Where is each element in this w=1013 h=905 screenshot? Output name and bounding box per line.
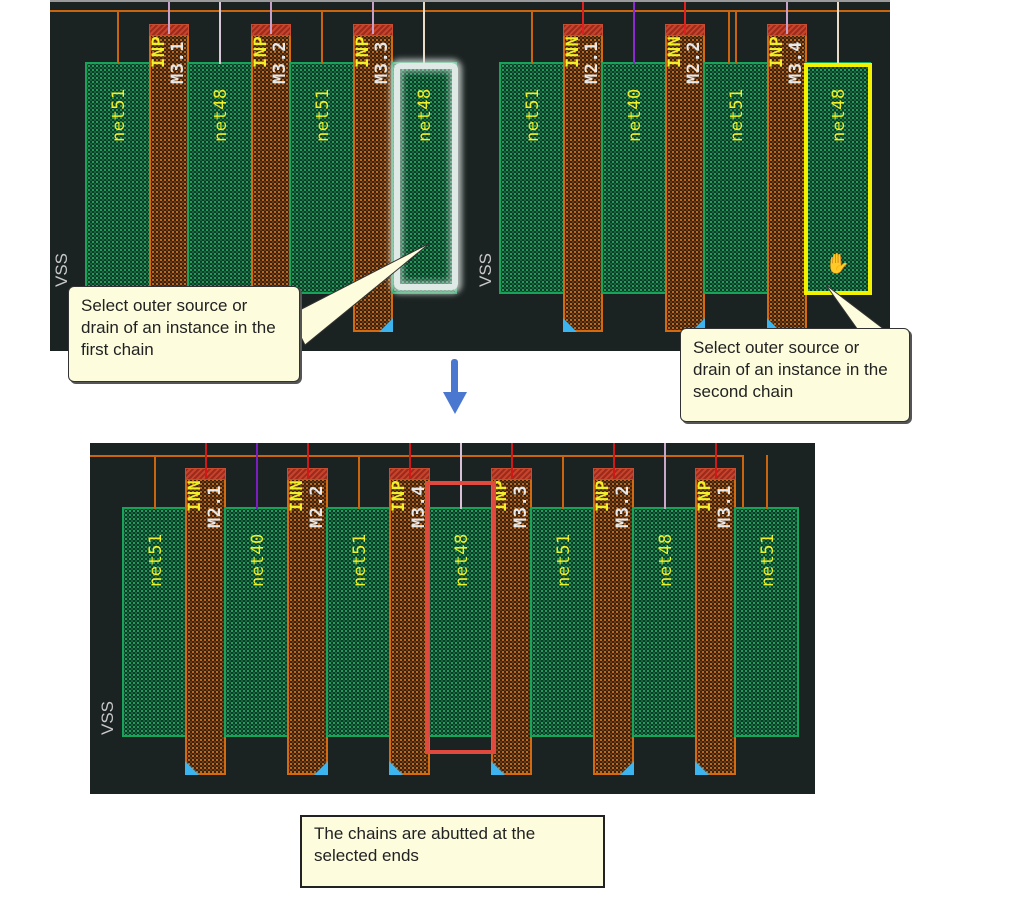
net-wire: [735, 10, 737, 64]
diffusion-net51[interactable]: net51: [122, 507, 187, 737]
net-wire: [459, 443, 462, 509]
net-wire: [663, 443, 666, 509]
callout-text: Select outer source or drain of an insta…: [81, 296, 276, 359]
gate-wire: [612, 443, 615, 478]
diffusion-net51[interactable]: net51: [703, 62, 769, 294]
net-wire: [219, 2, 221, 64]
net-wire: [321, 10, 323, 64]
instance-label: M3.1: [715, 485, 735, 528]
pin-marker-icon: [389, 761, 403, 775]
bus-wire: [50, 10, 890, 12]
net-label: net51: [349, 533, 370, 587]
gate-wire: [684, 2, 686, 34]
pin-marker-icon: [185, 761, 199, 775]
callout-second-chain: Select outer source or drain of an insta…: [680, 328, 910, 422]
pin-label: INP: [695, 479, 715, 512]
callout-text: The chains are abutted at the selected e…: [314, 824, 536, 865]
gate-wire: [168, 2, 170, 34]
bus-drop: [742, 455, 744, 507]
pin-marker-icon: [379, 318, 393, 332]
net-wire: [255, 443, 258, 509]
net-wire: [633, 2, 635, 64]
instance-label: M3.3: [511, 485, 531, 528]
pin-label: INN: [287, 479, 307, 512]
gate-wire: [582, 2, 584, 34]
diffusion-net48[interactable]: net48: [632, 507, 697, 737]
diffusion-net48[interactable]: net48: [391, 62, 457, 294]
net-wire: [153, 455, 156, 509]
callout-first-chain: Select outer source or drain of an insta…: [68, 286, 300, 382]
net-wire: [117, 10, 119, 64]
net-label: net51: [553, 533, 574, 587]
hand-cursor-icon: ✋: [825, 253, 850, 275]
pin-marker-icon: [563, 318, 577, 332]
pin-label: INP: [593, 479, 613, 512]
bus-wire: [90, 455, 743, 457]
net-label: net40: [247, 533, 268, 587]
net-label: net48: [655, 533, 676, 587]
diffusion-net48[interactable]: net48: [805, 62, 871, 294]
gate-wire: [408, 443, 411, 478]
net-wire: [531, 10, 533, 64]
instance-label: M2.1: [205, 485, 225, 528]
gate-wire: [204, 443, 207, 478]
pin-marker-icon: [491, 761, 505, 775]
selected-diffusion-yellow[interactable]: [804, 63, 872, 295]
bus-drop: [728, 10, 730, 64]
abutted-diffusion-highlight[interactable]: [425, 481, 496, 754]
pin-label: INN: [185, 479, 205, 512]
pin-marker-icon: [620, 761, 634, 775]
gate-wire: [270, 2, 272, 34]
net-wire: [561, 455, 564, 509]
pin-marker-icon: [695, 761, 709, 775]
instance-label: M2.2: [307, 485, 327, 528]
gate-wire: [786, 2, 788, 34]
diffusion-net51[interactable]: net51: [326, 507, 391, 737]
down-arrow-icon: [443, 359, 467, 414]
vss-label: VSS: [98, 700, 117, 735]
net-wire: [423, 2, 425, 64]
callout-result: The chains are abutted at the selected e…: [300, 815, 605, 888]
diffusion-net48[interactable]: net48: [187, 62, 253, 294]
callout-text: Select outer source or drain of an insta…: [693, 338, 888, 401]
gate-wire: [306, 443, 309, 478]
net-label: net51: [757, 533, 778, 587]
diffusion-net51[interactable]: net51: [530, 507, 595, 737]
net-wire: [765, 455, 768, 509]
pin-label: INP: [389, 479, 409, 512]
gate-wire: [372, 2, 374, 34]
net-wire: [837, 2, 839, 64]
diffusion-net40[interactable]: net40: [224, 507, 289, 737]
gate-wire: [714, 443, 717, 478]
diffusion-net40[interactable]: net40: [601, 62, 667, 294]
net-wire: [357, 455, 360, 509]
pin-marker-icon: [314, 761, 328, 775]
gate-wire: [510, 443, 513, 478]
net-label: net51: [145, 533, 166, 587]
selected-diffusion-glow[interactable]: [394, 63, 458, 290]
diffusion-net51[interactable]: net51: [734, 507, 799, 737]
diffusion-net48[interactable]: net48: [428, 507, 493, 737]
instance-label: M3.2: [613, 485, 633, 528]
